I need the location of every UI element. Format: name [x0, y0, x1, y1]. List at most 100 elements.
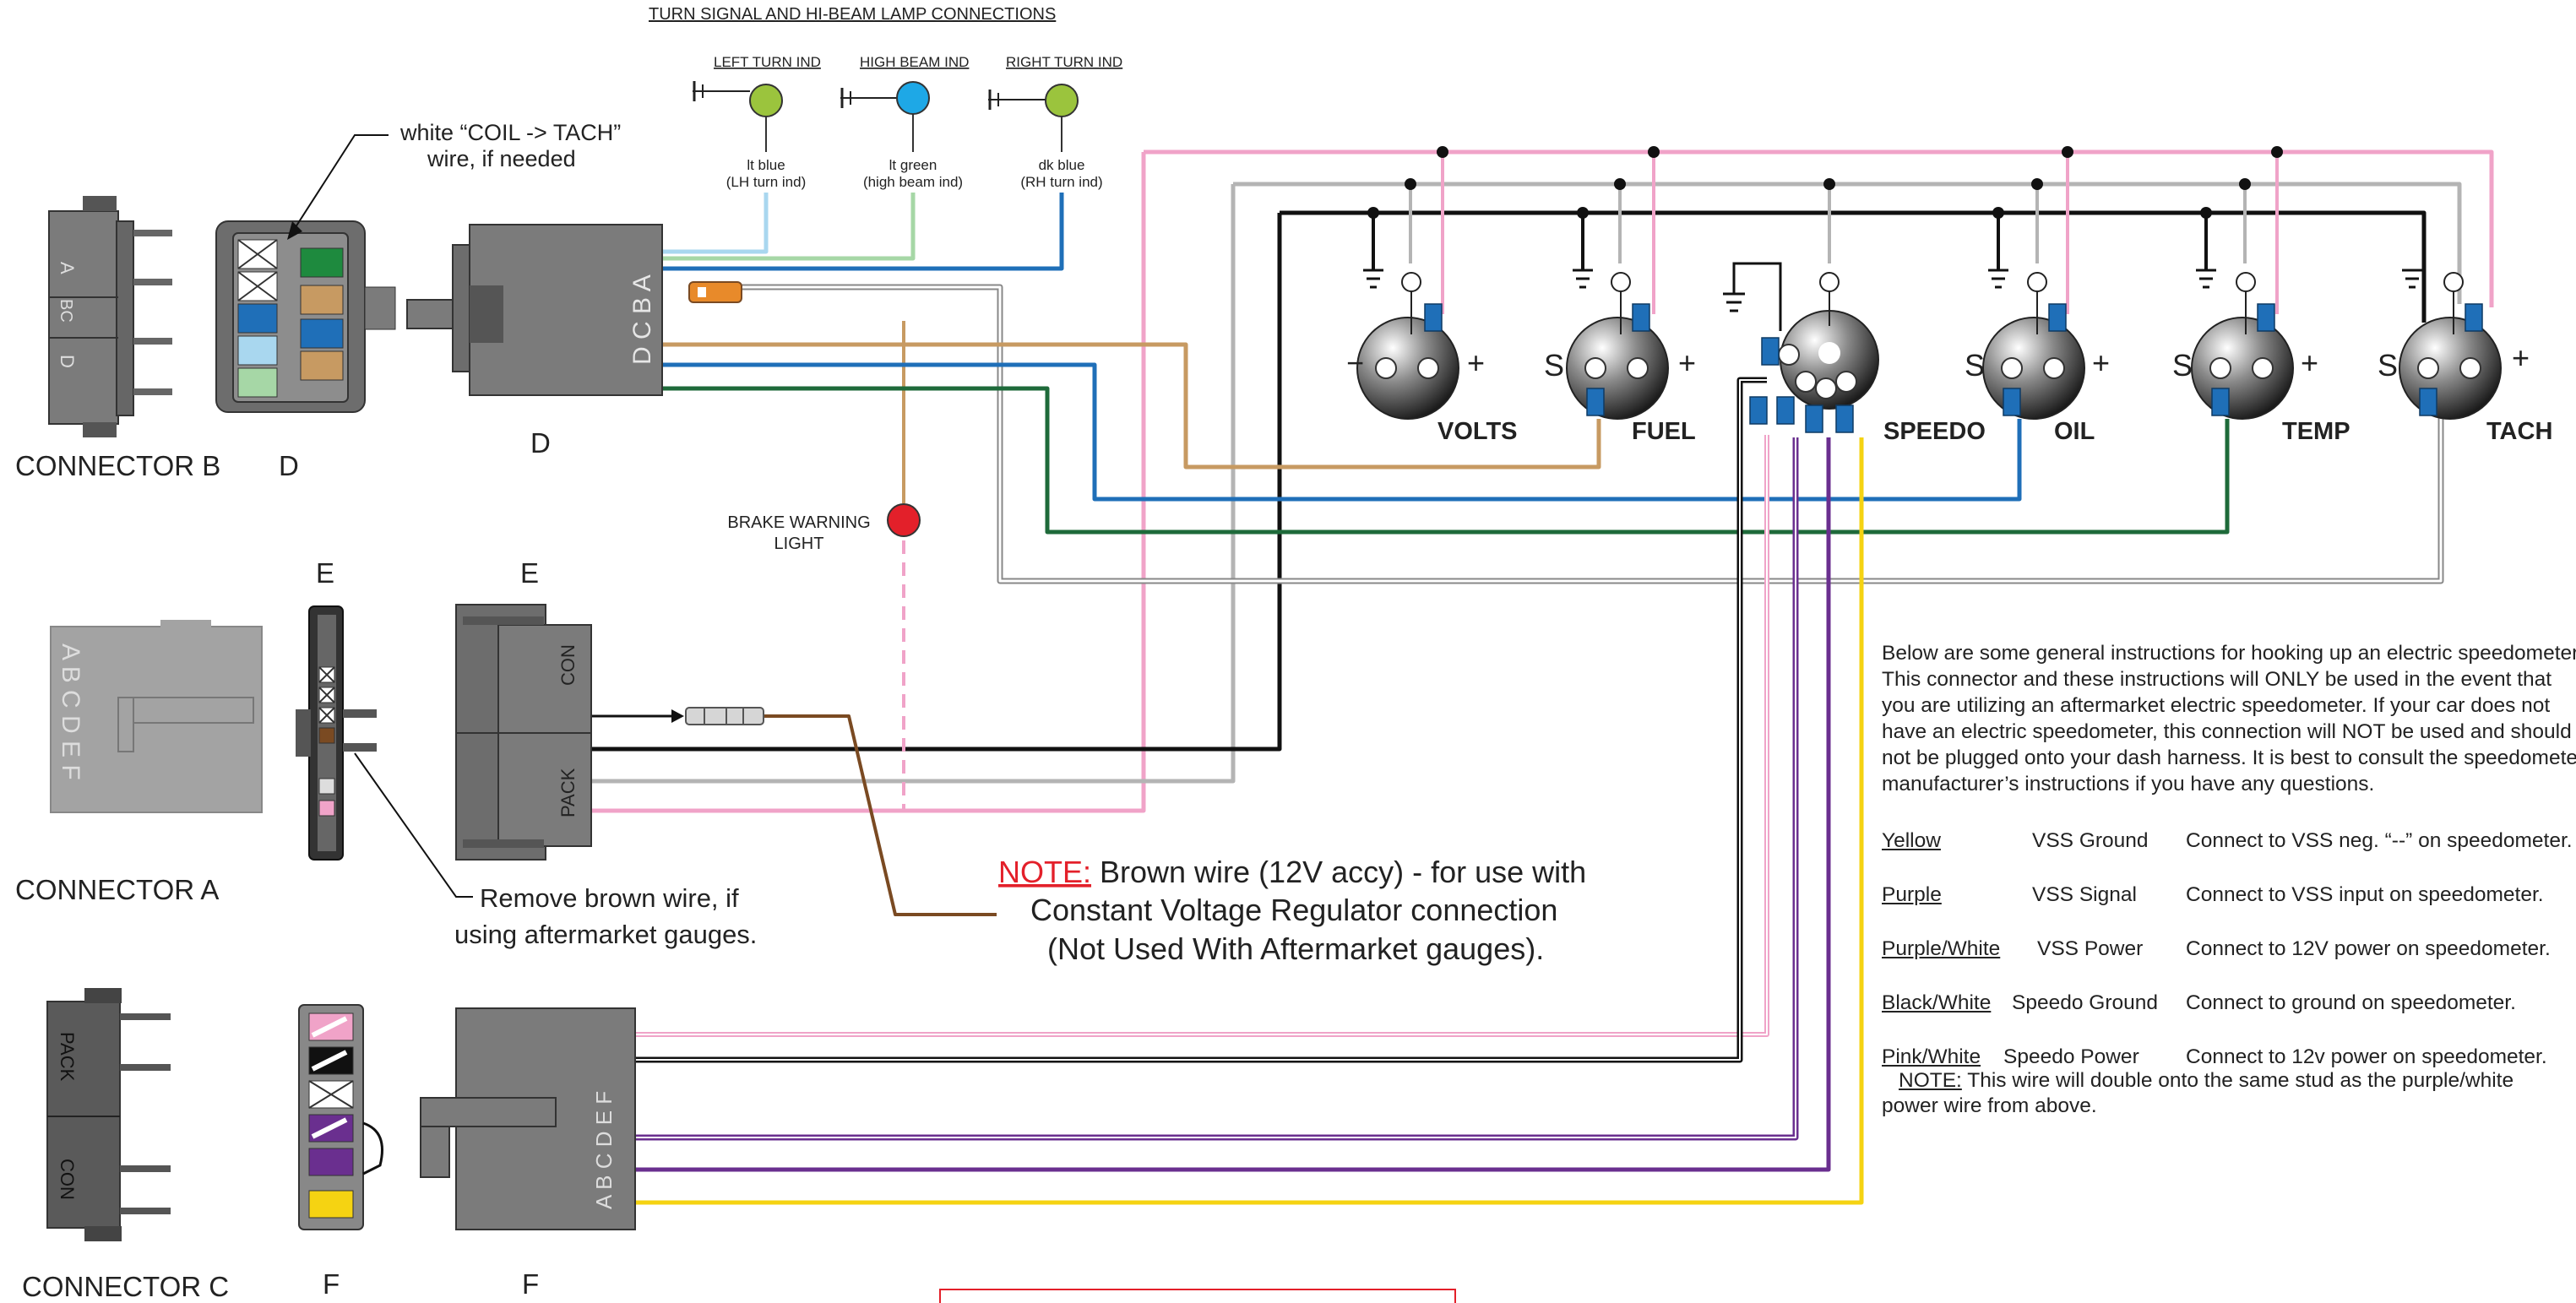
indicator-label: LEFT TURN IND: [714, 54, 821, 70]
junction-dots: [1367, 146, 2283, 219]
brown-wire-note: NOTE: Brown wire (12V accy) - for use wi…: [998, 855, 1586, 889]
wire-color: Pink/White: [1882, 1045, 1981, 1068]
gauge-symbol: S: [2172, 348, 2193, 383]
brake-lamp-icon: [887, 503, 921, 537]
coil-tach-plug: [688, 281, 742, 303]
indicator-right-turn: RIGHT TURN IND dk blue (RH turn ind): [988, 54, 1122, 190]
gauge-symbol: −: [1346, 345, 1364, 380]
wire-note: (LH turn ind): [726, 174, 806, 190]
gauge-label-fuel: FUEL: [1632, 418, 1696, 445]
remove-callout: Remove brown wire, if: [480, 883, 739, 913]
connector-f-side: A B C D E F: [420, 1007, 636, 1230]
wire-desc: Connect to ground on speedometer.: [2186, 991, 2516, 1014]
wire-name: VSS Power: [2037, 937, 2144, 960]
wire-desc: Connect to 12v power on speedometer.: [2186, 1045, 2547, 1068]
connector-letter: F: [323, 1268, 340, 1300]
inline-connector: [685, 707, 764, 725]
wire-desc: Connect to VSS neg. “--” on speedometer.: [2186, 829, 2573, 852]
connector-b-side: A BC D: [48, 196, 172, 437]
instr-line: manufacturer’s instructions if you have …: [1882, 773, 2375, 795]
brake-label: BRAKE WARNING: [727, 513, 870, 532]
gauge-oil-icon: [1982, 272, 2085, 420]
connector-e-side: CON PACK: [455, 604, 592, 861]
wires: [557, 149, 2494, 1205]
indicator-label: HIGH BEAM IND: [860, 54, 969, 70]
pin-labels: A B C D E F: [57, 643, 84, 780]
gauge-label-oil: OIL: [2054, 418, 2095, 445]
wire-label: dk blue: [1039, 157, 1085, 173]
gauge-symbol: S: [1965, 348, 1985, 383]
white-wire-callout: white “COIL -> TACH”: [399, 120, 621, 145]
pin-labels: D C B A: [628, 274, 656, 365]
wire-name: Speedo Power: [2003, 1045, 2139, 1068]
connector-d-face: [215, 220, 396, 413]
right-turn-lamp-icon: [1045, 84, 1079, 117]
white-wire-callout: wire, if needed: [427, 146, 576, 171]
gauge-label-tach: TACH: [2486, 418, 2552, 445]
ground-icons: [1363, 262, 2422, 331]
pin-label: A: [57, 262, 78, 274]
wire-label: lt blue: [747, 157, 785, 173]
pin-label: D: [57, 355, 78, 368]
connector-letter: D: [530, 427, 551, 459]
pin-label: BC: [57, 299, 75, 323]
wire-color: Purple/White: [1882, 937, 2001, 960]
connector-c-label: CONNECTOR C: [22, 1271, 229, 1302]
pack-label: PACK: [557, 768, 579, 817]
gauge-volts-icon: [1356, 272, 1459, 420]
instr-line: you are utilizing an aftermarket electri…: [1882, 694, 2551, 717]
wire-color: Yellow: [1882, 829, 1941, 852]
gauge-symbol: +: [1467, 345, 1485, 380]
brake-warning-light: BRAKE WARNING LIGHT: [727, 503, 921, 553]
left-turn-lamp-icon: [749, 84, 783, 117]
instr-note: NOTE: This wire will double onto the sam…: [1899, 1067, 2514, 1094]
instr-note: power wire from above.: [1882, 1093, 2097, 1119]
gauge-symbol: S: [1544, 348, 1564, 383]
connector-letter: F: [522, 1268, 539, 1300]
connector-a-side: A B C D E F: [50, 620, 263, 813]
con-label: CON: [557, 644, 579, 686]
instr-line: not be plugged onto your dash harness. I…: [1882, 747, 2576, 769]
brake-label: LIGHT: [774, 535, 824, 553]
instr-line: This connector and these instructions wi…: [1882, 668, 2552, 691]
connector-f-strip: [298, 1004, 383, 1230]
wire-name: Speedo Ground: [2012, 991, 2158, 1014]
wire-desc: Connect to VSS input on speedometer.: [2186, 883, 2544, 906]
wire-name: VSS Signal: [2032, 883, 2137, 906]
gauge-symbol: +: [2512, 340, 2530, 375]
brown-wire-note: (Not Used With Aftermarket gauges).: [1047, 931, 1544, 966]
wire-color: Purple: [1882, 883, 1942, 906]
note-label: NOTE:: [1899, 1069, 1962, 1092]
indicator-label: RIGHT TURN IND: [1006, 54, 1122, 70]
con-label: CON: [57, 1159, 78, 1200]
connector-letter: E: [520, 557, 539, 589]
connector-e-strip: [296, 605, 377, 861]
connector-letter: E: [316, 557, 334, 589]
instr-line: Below are some general instructions for …: [1882, 642, 2576, 665]
gauge-label-volts: VOLTS: [1437, 418, 1518, 445]
high-beam-lamp-icon: [896, 81, 930, 115]
gauge-tach-icon: [2399, 272, 2502, 420]
gauge-symbol: +: [2301, 345, 2318, 380]
speedo-instructions: Below are some general instructions for …: [1882, 640, 2576, 1117]
note-text: power wire from above.: [1882, 1094, 2097, 1117]
gauge-temp-icon: [2191, 272, 2294, 420]
indicator-high-beam: HIGH BEAM IND lt green (high beam ind): [840, 54, 969, 190]
gauge-symbol: +: [2092, 345, 2110, 380]
pack-label: PACK: [57, 1032, 78, 1082]
connector-c-side: PACK CON: [46, 988, 171, 1241]
pin-labels: A B C D E F: [591, 1091, 617, 1209]
gauge-symbol: S: [2378, 348, 2398, 383]
wire-color: Black/White: [1882, 991, 1992, 1014]
note-box: [939, 1289, 1456, 1303]
gauge-label-temp: TEMP: [2282, 418, 2350, 445]
note-text: This wire will double onto the same stud…: [1961, 1069, 2514, 1092]
connector-b-label: CONNECTOR B: [15, 450, 220, 481]
gauge-symbol: +: [1678, 345, 1696, 380]
gauge-label-speedo: SPEEDO: [1883, 418, 1986, 445]
connector-a-label: CONNECTOR A: [15, 874, 219, 905]
wire-desc: Connect to 12V power on speedometer.: [2186, 937, 2551, 960]
gauge-fuel-icon: [1566, 272, 1669, 420]
wire-name: VSS Ground: [2032, 829, 2149, 852]
